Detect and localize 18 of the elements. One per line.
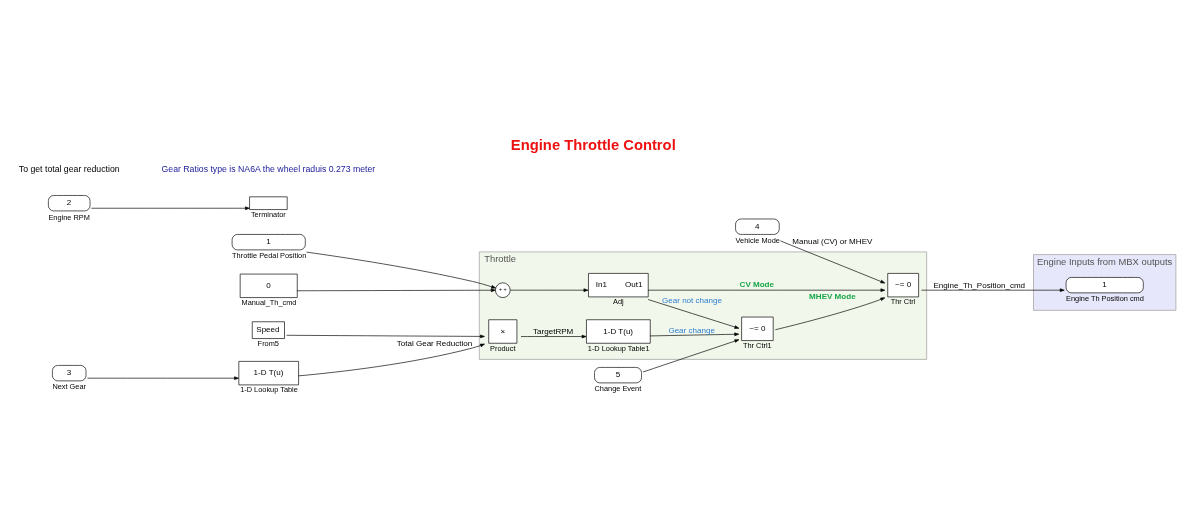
node-label: Manual_Th_cmd xyxy=(241,297,297,307)
node-label: Vehicle Mode xyxy=(735,236,780,246)
node-label: Change Event xyxy=(594,384,642,394)
node-label: Thr Ctrl1 xyxy=(742,340,772,350)
node-label: Next Gear xyxy=(52,382,87,392)
node-label: From5 xyxy=(257,338,279,348)
node-label: Engine Th Position cmd xyxy=(1066,294,1144,304)
node-label: 1-D Lookup Table1 xyxy=(587,343,650,353)
label: Gear Ratios type is NA6A the wheel raduis 0.273 meter xyxy=(161,163,376,174)
node-label: Throttle Pedal Position xyxy=(232,251,307,261)
node-label: 1-D Lookup Table xyxy=(240,385,298,395)
node-label: Product xyxy=(490,343,516,353)
node-label: Thr Ctrl xyxy=(890,297,916,307)
node-label: Engine RPM xyxy=(48,212,90,222)
label: To get total gear reduction xyxy=(18,163,120,174)
node-label: Terminator xyxy=(250,209,286,219)
diagram-title: Engine Throttle Control xyxy=(510,136,676,153)
node-label: Adj xyxy=(612,297,624,307)
